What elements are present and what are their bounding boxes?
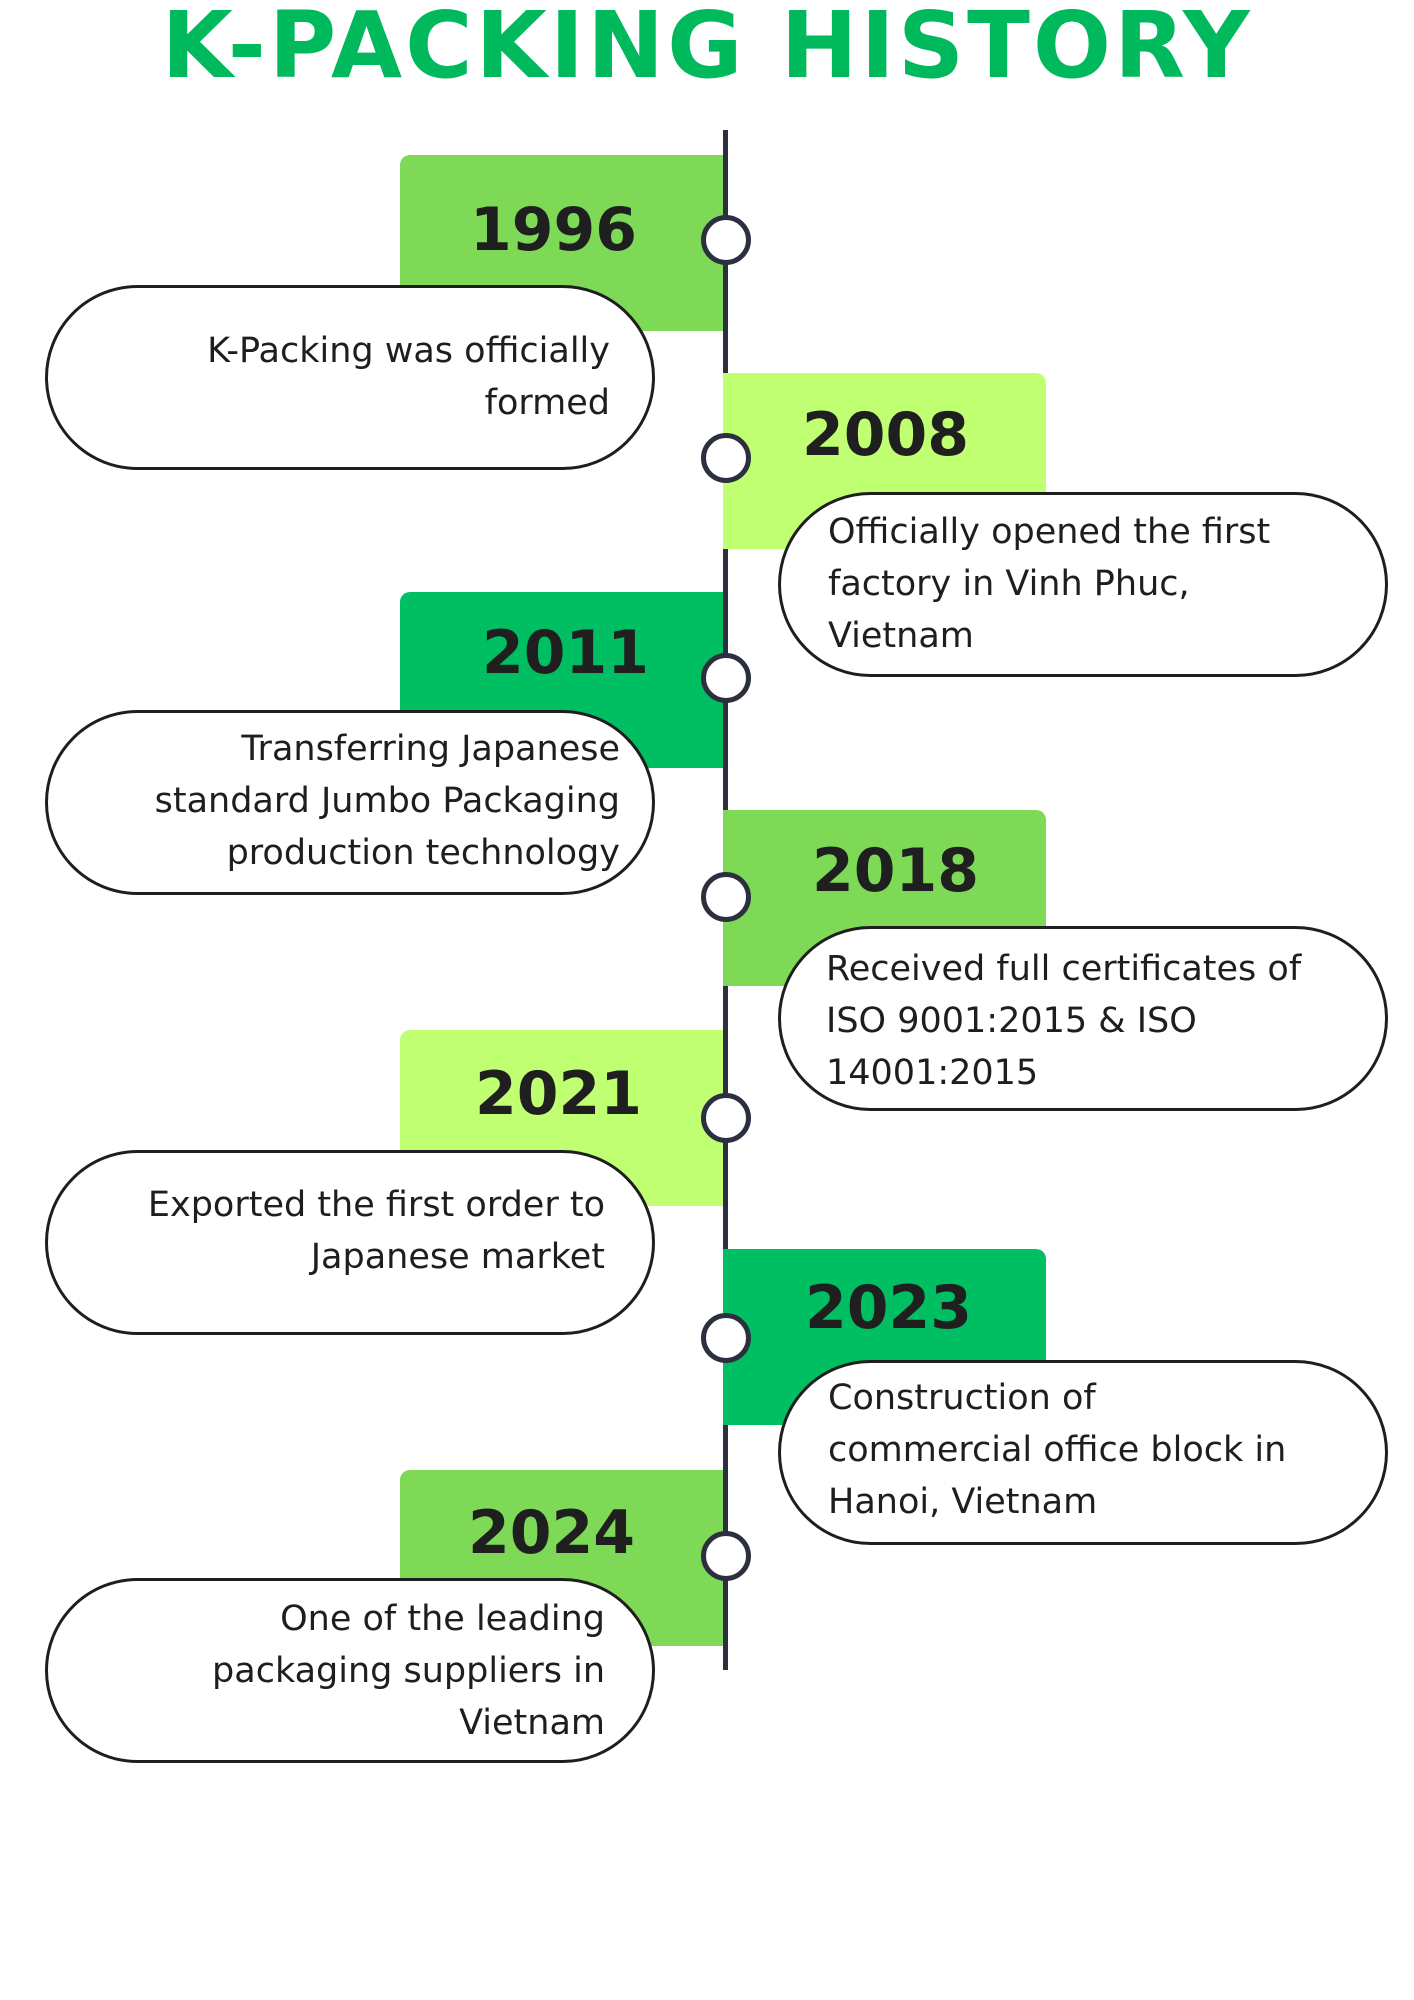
event-line: factory in Vinh Phuc,	[828, 564, 1190, 604]
year-label-2011: 2011	[482, 618, 649, 688]
timeline-node-2008	[701, 433, 751, 483]
event-line: Exported the first order to	[147, 1185, 605, 1225]
timeline-node-2024	[701, 1531, 751, 1581]
event-line: ISO 9001:2015 & ISO	[826, 1001, 1197, 1041]
year-label-1996: 1996	[470, 195, 637, 265]
timeline-node-1996	[701, 215, 751, 265]
event-line: Japanese market	[310, 1237, 605, 1277]
event-line: Received full certificates of	[826, 949, 1302, 989]
year-label-2024: 2024	[468, 1498, 635, 1568]
event-card-2008	[778, 492, 1388, 677]
event-text-2024: One of the leading packaging suppliers i…	[75, 1593, 605, 1749]
timeline-node-2018	[701, 872, 751, 922]
year-label-2023: 2023	[805, 1273, 972, 1343]
year-label-2018: 2018	[812, 836, 979, 906]
timeline-node-2011	[701, 653, 751, 703]
year-label-2008: 2008	[802, 400, 969, 470]
event-card-2011	[45, 710, 655, 895]
timeline-node-2023	[701, 1313, 751, 1363]
event-line: production technology	[226, 833, 620, 873]
event-line: Hanoi, Vietnam	[828, 1482, 1098, 1522]
event-line: 14001:2015	[826, 1053, 1039, 1093]
event-card-2023	[778, 1360, 1388, 1545]
event-line: standard Jumbo Packaging	[154, 781, 620, 821]
event-card-2021	[45, 1150, 655, 1335]
event-line: K-Packing was officially	[207, 331, 610, 371]
event-line: packaging suppliers in	[212, 1651, 605, 1691]
year-label-2021: 2021	[475, 1059, 642, 1129]
event-line: commercial office block in	[828, 1430, 1287, 1470]
event-line: Construction of	[828, 1378, 1096, 1418]
event-line: Vietnam	[459, 1703, 605, 1743]
event-line: Vietnam	[828, 616, 974, 656]
event-text-1996: K-Packing was officially formed	[95, 325, 610, 429]
event-card-2018	[778, 926, 1388, 1111]
event-text-2023: Construction of commercial office block …	[828, 1372, 1358, 1528]
event-line: formed	[484, 383, 610, 423]
event-text-2011: Transferring Japanese standard Jumbo Pac…	[75, 723, 620, 879]
event-card-2024	[45, 1578, 655, 1763]
event-card-1996	[45, 285, 655, 470]
event-line: Officially opened the first	[828, 512, 1271, 552]
event-text-2018: Received full certificates of ISO 9001:2…	[826, 943, 1371, 1099]
event-line: Transferring Japanese	[241, 729, 620, 769]
event-text-2008: Officially opened the first factory in V…	[828, 506, 1358, 662]
timeline-node-2021	[701, 1093, 751, 1143]
event-text-2021: Exported the first order to Japanese mar…	[75, 1179, 605, 1283]
page-title: K-PACKING HISTORY	[161, 0, 1253, 99]
event-line: One of the leading	[280, 1599, 605, 1639]
